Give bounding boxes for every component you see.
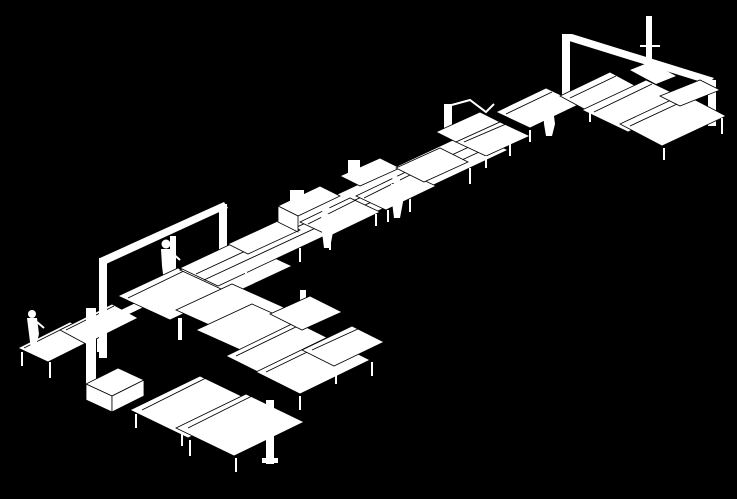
control-cabinet <box>85 367 145 413</box>
operator-mid-2 <box>391 176 403 218</box>
outfeed-lanes-right <box>225 295 385 410</box>
operator-left <box>27 310 45 350</box>
robot-arm-station <box>435 87 581 168</box>
infeed-lanes-front <box>129 375 305 472</box>
workstation-1 <box>277 185 381 250</box>
gantry-right <box>562 16 716 126</box>
operator-mid-1 <box>321 206 333 248</box>
stacking-tables <box>559 71 727 160</box>
operator-right <box>543 100 555 136</box>
